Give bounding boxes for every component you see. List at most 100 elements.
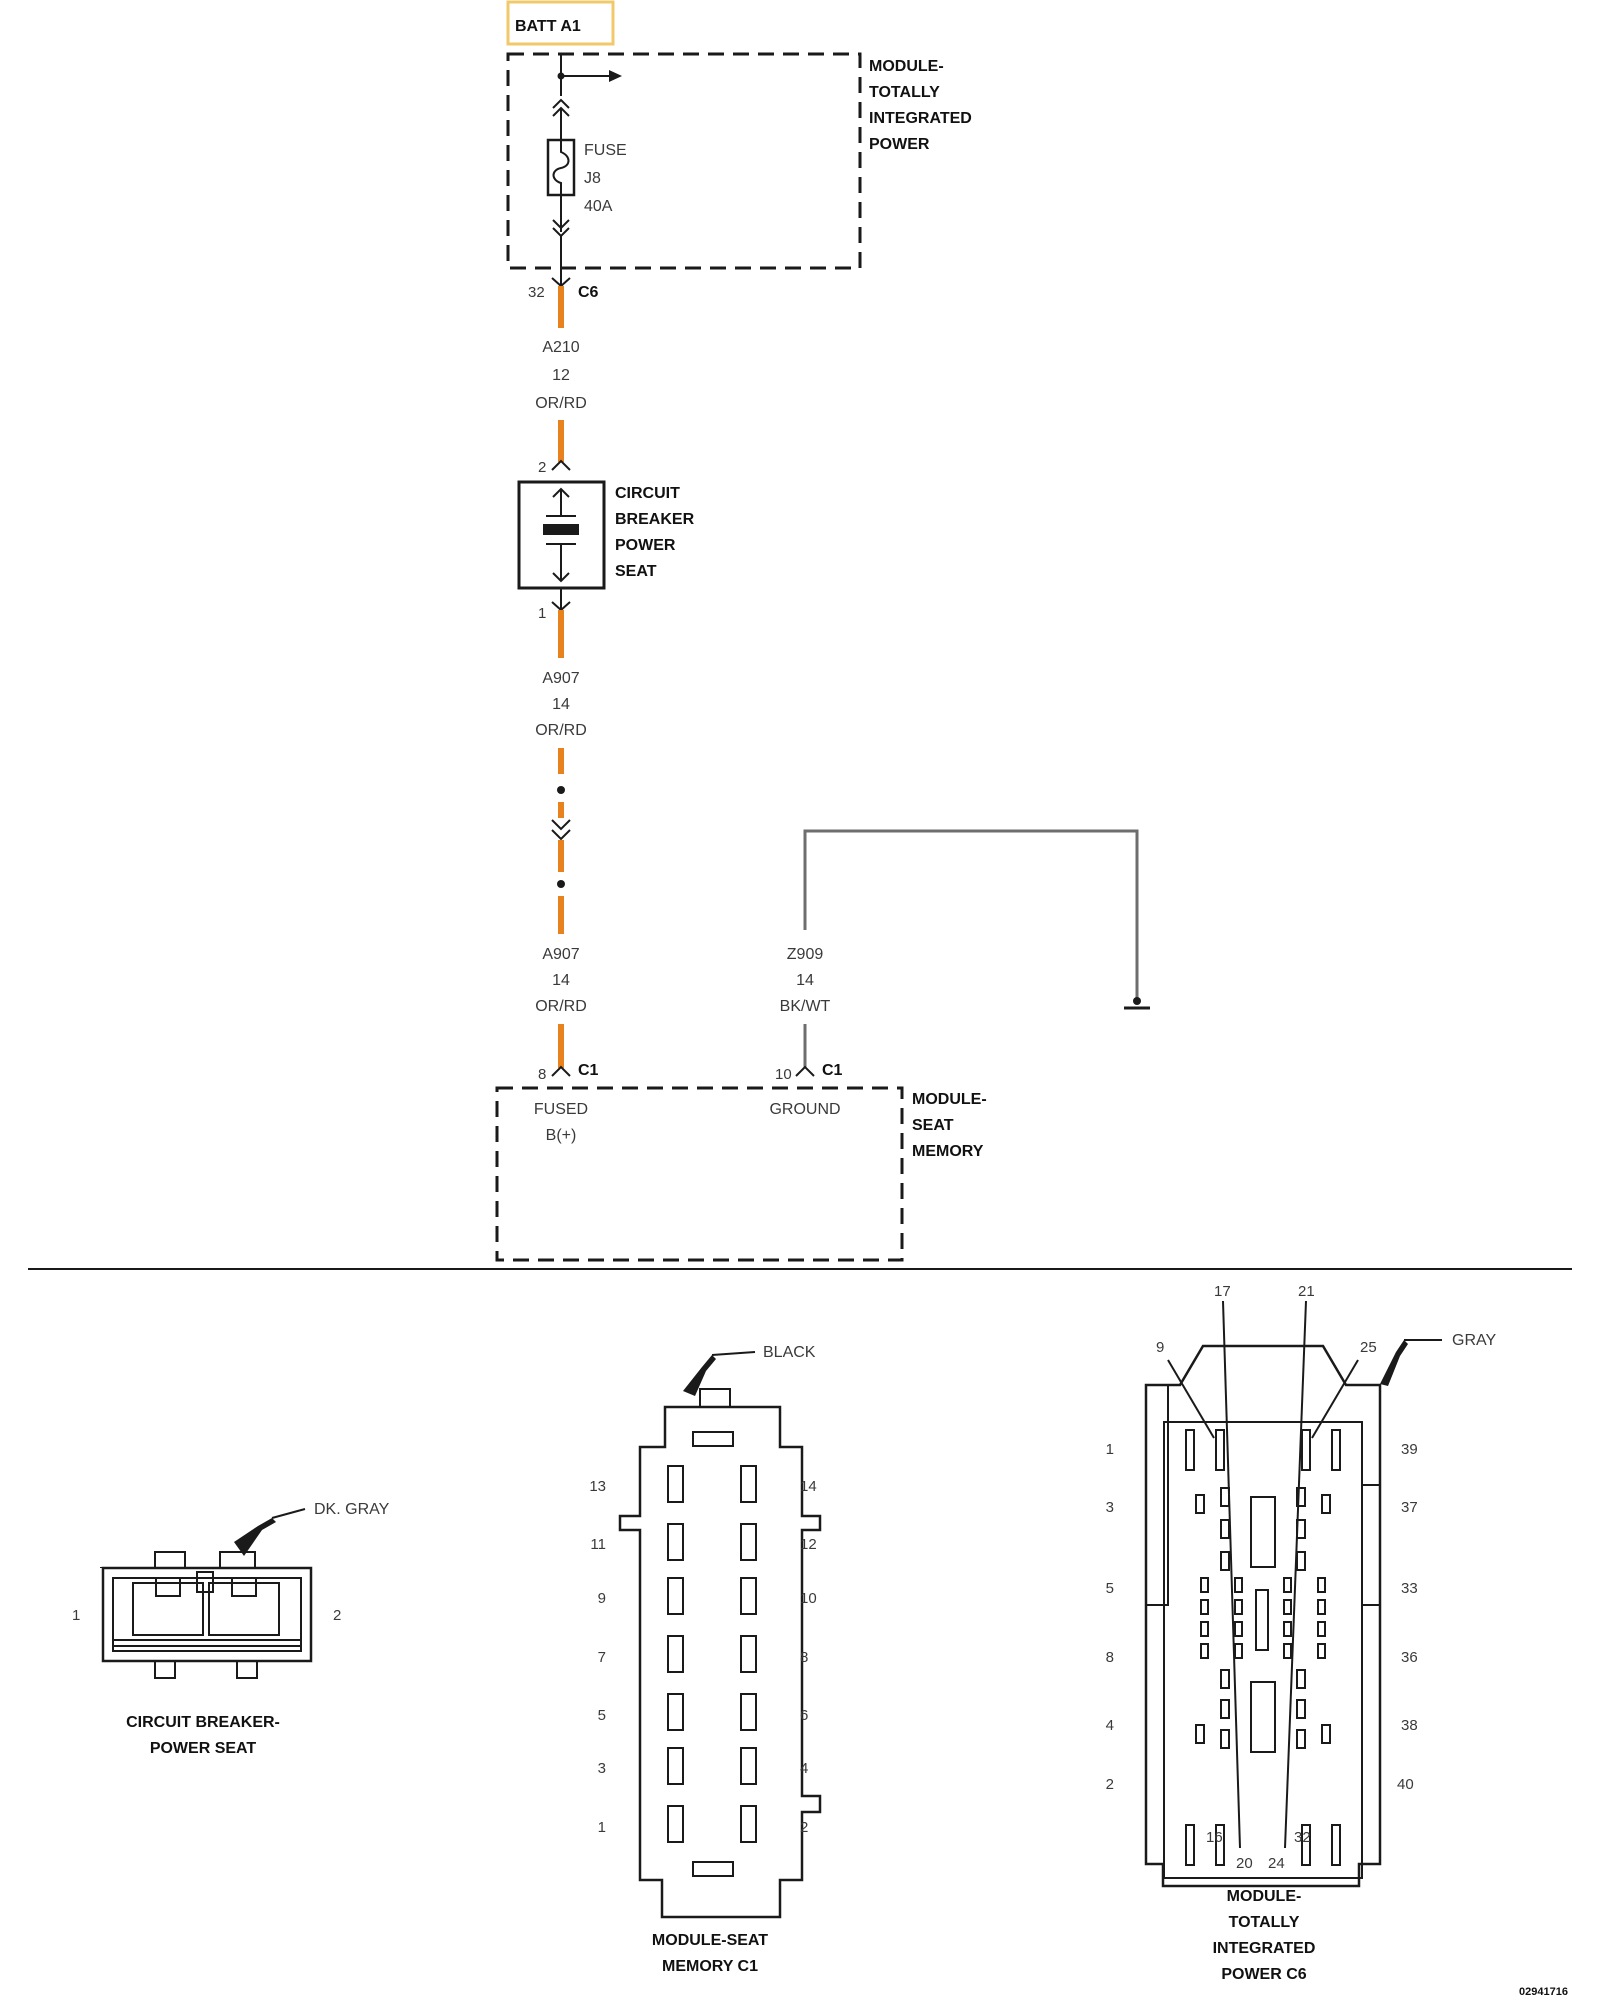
tipm-c6-leader-9 bbox=[1167, 1359, 1215, 1439]
seat-c1-pin-1: 1 bbox=[598, 1819, 606, 1836]
batt-a1-label: BATT A1 bbox=[515, 18, 581, 35]
cavity bbox=[1220, 1551, 1230, 1571]
wire-a907-lower: A907 14 OR/RD 8 C1 bbox=[535, 946, 598, 1083]
breaker-view-outline bbox=[101, 1566, 313, 1663]
cavity bbox=[1215, 1824, 1225, 1866]
seat-c1-pin-12: 12 bbox=[800, 1536, 817, 1553]
cavity bbox=[740, 1805, 757, 1843]
seat-c1-pin-11: 11 bbox=[590, 1536, 606, 1553]
cavity bbox=[1331, 1824, 1341, 1866]
cavity bbox=[1296, 1669, 1306, 1689]
cavity bbox=[1220, 1669, 1230, 1689]
breaker-view-key bbox=[196, 1571, 214, 1593]
cavity bbox=[1317, 1599, 1326, 1615]
cavity bbox=[1296, 1551, 1306, 1571]
ground-point-icon bbox=[1133, 997, 1141, 1005]
breaker-view-pin-2: 2 bbox=[333, 1607, 341, 1624]
cavity bbox=[1283, 1621, 1292, 1637]
breaker-arrow-down-icon bbox=[552, 572, 570, 583]
seat-c1-color: BLACK bbox=[763, 1344, 816, 1361]
cavity bbox=[667, 1805, 684, 1843]
cavity bbox=[1200, 1643, 1209, 1659]
tipm-c6-pin-17: 17 bbox=[1214, 1283, 1231, 1300]
seat-memory-module: FUSED B(+) GROUND MODULE- SEAT MEMORY bbox=[495, 1086, 987, 1262]
cavity bbox=[1195, 1494, 1205, 1514]
cavity bbox=[1220, 1699, 1230, 1719]
cavity bbox=[1296, 1487, 1306, 1507]
wire-a210-color: OR/RD bbox=[535, 395, 587, 412]
breaker-name-line-2: BREAKER bbox=[615, 511, 695, 528]
cavity bbox=[667, 1577, 684, 1615]
seat-ground-label: GROUND bbox=[769, 1101, 840, 1118]
cavity bbox=[740, 1523, 757, 1561]
seat-name-line-3: MEMORY bbox=[912, 1143, 984, 1160]
batt-a1-box bbox=[506, 0, 615, 46]
seat-fused-label-1: FUSED bbox=[534, 1101, 588, 1118]
wire-a210-circuit: A210 bbox=[542, 339, 579, 356]
seat-name-line-1: MODULE- bbox=[912, 1091, 987, 1108]
tipm-c6-leader-25 bbox=[1311, 1359, 1359, 1439]
breaker-pin-out: 1 bbox=[538, 605, 546, 622]
breaker-input-connector-icon bbox=[551, 459, 571, 471]
cavity bbox=[1283, 1577, 1292, 1593]
cavity bbox=[667, 1693, 684, 1731]
tipm-c6-pin-36: 36 bbox=[1401, 1649, 1418, 1666]
inline-connector-chevron-icon bbox=[551, 829, 571, 841]
cavity bbox=[1283, 1599, 1292, 1615]
breaker-element-icon bbox=[543, 524, 579, 535]
cavity bbox=[1234, 1643, 1243, 1659]
diagram-id: 02941716 bbox=[1519, 1986, 1568, 1998]
tipm-c6-pin-33: 33 bbox=[1401, 1580, 1418, 1597]
cavity bbox=[1200, 1621, 1209, 1637]
wire-a907-upper-color: OR/RD bbox=[535, 722, 587, 739]
seat-c1-pin-3: 3 bbox=[598, 1760, 606, 1777]
seat-c1-pin-10: 10 bbox=[800, 1590, 817, 1607]
cavity bbox=[1301, 1824, 1311, 1866]
seat-c1-color-pointer-icon bbox=[683, 1355, 716, 1396]
cavity bbox=[1321, 1724, 1331, 1744]
wire-a907-upper-gauge: 14 bbox=[552, 696, 570, 713]
seat-pin-fused: 8 bbox=[538, 1066, 546, 1083]
breaker-view-tab-1 bbox=[154, 1551, 186, 1568]
tipm-c6-pin-38: 38 bbox=[1401, 1717, 1418, 1734]
c1-pin-10-connector-icon bbox=[795, 1065, 815, 1077]
tipm-c6-inner-body bbox=[1163, 1421, 1363, 1879]
fuse-rating: 40A bbox=[584, 198, 613, 215]
breaker-pin-in: 2 bbox=[538, 459, 546, 476]
cavity bbox=[1185, 1429, 1195, 1471]
circuit-breaker-power-seat: 2 CIRCUIT BREAKER POWER SEAT 1 bbox=[517, 459, 695, 622]
wire-z909: Z909 14 BK/WT 10 C1 bbox=[775, 829, 1150, 1083]
tipm-name-line-4: POWER bbox=[869, 136, 930, 153]
breaker-view-terminal-1 bbox=[155, 1577, 181, 1597]
seat-c1-bottom-latch bbox=[692, 1861, 734, 1877]
wire-a210: A210 12 OR/RD bbox=[535, 286, 587, 462]
seat-module-boundary bbox=[495, 1086, 904, 1262]
tipm-c6-pin-32: 32 bbox=[1294, 1829, 1311, 1846]
wire-a907-lower-color: OR/RD bbox=[535, 998, 587, 1015]
breaker-view-inner bbox=[112, 1577, 302, 1652]
tipm-c6-right-latch bbox=[1361, 1484, 1381, 1606]
cavity bbox=[1296, 1699, 1306, 1719]
wire-a907-lower-gauge: 14 bbox=[552, 972, 570, 989]
tipm-c6-center-block-mid bbox=[1255, 1589, 1269, 1651]
wire-a907-lower-circuit: A907 bbox=[542, 946, 579, 963]
tipm-c6-color-pointer-icon bbox=[1380, 1340, 1408, 1386]
tipm-module: MODULE- TOTALLY INTEGRATED POWER FUSE J8… bbox=[506, 52, 972, 270]
seat-c1-pin-13: 13 bbox=[589, 1478, 606, 1495]
seat-c1-pin-7: 7 bbox=[598, 1649, 606, 1666]
tipm-c6-leader-21 bbox=[1284, 1300, 1307, 1849]
seat-c1-cavities bbox=[667, 1465, 757, 1843]
cavity bbox=[667, 1635, 684, 1673]
cavity bbox=[1331, 1429, 1341, 1471]
fuse-label: FUSE bbox=[584, 142, 627, 159]
cavity bbox=[740, 1635, 757, 1673]
cavity bbox=[740, 1693, 757, 1731]
breaker-view-color-pointer-icon bbox=[234, 1518, 276, 1556]
tipm-c6-pin-4: 4 bbox=[1106, 1717, 1114, 1734]
tipm-name-line-1: MODULE- bbox=[869, 58, 944, 75]
cavity bbox=[740, 1577, 757, 1615]
cavity bbox=[740, 1747, 757, 1785]
tipm-c6-pin-3: 3 bbox=[1106, 1499, 1114, 1516]
breaker-view-rail bbox=[112, 1639, 302, 1647]
cavity bbox=[1317, 1643, 1326, 1659]
